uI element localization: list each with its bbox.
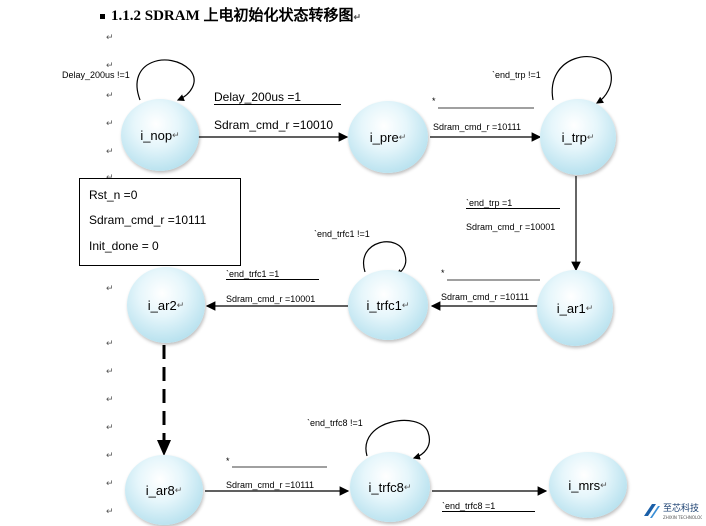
ar2-to-ar8-arrowhead xyxy=(157,440,171,456)
trp-self-loop xyxy=(551,56,612,104)
company-logo: 至芯科技 ZHIXIN TECHNOLOGY xyxy=(642,500,702,522)
paragraph-mark: ↵ xyxy=(106,478,114,488)
paragraph-mark: ↵ xyxy=(106,146,114,156)
label-trp-to-ar1-cmd: Sdram_cmd_r =10001 xyxy=(466,222,556,232)
svg-text:ZHIXIN TECHNOLOGY: ZHIXIN TECHNOLOGY xyxy=(663,515,702,520)
nop-self-loop xyxy=(136,59,195,102)
paragraph-mark: ↵ xyxy=(600,479,608,490)
label-ar8-to-trfc8-cond: * xyxy=(226,456,230,466)
label-trfc1-self: `end_trfc1 !=1 xyxy=(314,229,370,239)
paragraph-mark: ↵ xyxy=(403,481,412,492)
label-trfc1-to-ar2-cond: `end_trfc1 =1 xyxy=(226,269,320,280)
state-i-trfc1: i_trfc1↵ xyxy=(348,270,428,340)
label-nop-to-pre-cond: Delay_200us =1 xyxy=(214,90,342,105)
paragraph-mark: ↵ xyxy=(106,60,114,70)
paragraph-mark: ↵ xyxy=(401,299,410,310)
label-trp-self: `end_trp !=1 xyxy=(492,70,541,80)
state-i-ar8: i_ar8↵ xyxy=(125,455,203,525)
paragraph-mark: ↵ xyxy=(106,32,114,42)
label-ar1-to-trfc1-cond: * xyxy=(441,268,445,278)
paragraph-mark: ↵ xyxy=(174,484,183,495)
reset-conditions-box: Rst_n =0 Sdram_cmd_r =10111 Init_done = … xyxy=(79,178,241,266)
label-nop-to-pre-cmd: Sdram_cmd_r =10010 xyxy=(214,118,334,132)
trfc1-self-loop xyxy=(362,241,407,276)
label-ar8-to-trfc8-cmd: Sdram_cmd_r =10111 xyxy=(226,480,314,490)
paragraph-mark: ↵ xyxy=(106,283,114,293)
paragraph-mark: ↵ xyxy=(106,506,114,516)
paragraph-mark: ↵ xyxy=(106,366,114,376)
state-i-ar1: i_ar1↵ xyxy=(537,270,613,346)
state-i-trp: i_trp↵ xyxy=(540,99,616,175)
trfc8-self-loop xyxy=(365,419,430,460)
label-pre-to-trp-cmd: Sdram_cmd_r =10111 xyxy=(433,122,521,132)
state-i-trfc8: i_trfc8↵ xyxy=(350,452,430,522)
paragraph-mark: ↵ xyxy=(176,299,185,310)
paragraph-mark: ↵ xyxy=(398,131,407,142)
paragraph-mark: ↵ xyxy=(586,131,595,142)
label-trfc8-self: `end_trfc8 !=1 xyxy=(307,418,363,428)
state-i-pre: i_pre↵ xyxy=(348,101,428,173)
label-trfc1-to-ar2-cmd: Sdram_cmd_r =10001 xyxy=(226,294,316,304)
reset-line-2: Sdram_cmd_r =10111 xyxy=(89,213,207,227)
section-heading: 1.1.2 SDRAM 上电初始化状态转移图↵ xyxy=(100,4,361,25)
label-pre-to-trp-cond: * xyxy=(432,96,436,106)
paragraph-mark: ↵ xyxy=(585,302,594,313)
paragraph-mark: ↵ xyxy=(172,129,180,140)
state-i-ar2: i_ar2↵ xyxy=(127,267,205,343)
reset-line-3: Init_done = 0 xyxy=(89,239,159,253)
bullet-square-icon xyxy=(100,14,105,20)
label-trp-to-ar1-cond: `end_trp =1 xyxy=(466,198,561,209)
paragraph-mark: ↵ xyxy=(353,12,362,22)
svg-text:至芯科技: 至芯科技 xyxy=(663,502,699,514)
state-i-mrs: i_mrs↵ xyxy=(549,452,627,518)
label-ar1-to-trfc1-cmd: Sdram_cmd_r =10111 xyxy=(441,292,529,302)
paragraph-mark: ↵ xyxy=(106,394,114,404)
state-i-nop: i_nop↵ xyxy=(121,99,199,171)
paragraph-mark: ↵ xyxy=(106,450,114,460)
heading-number: 1.1.2 xyxy=(111,8,141,24)
paragraph-mark: ↵ xyxy=(106,90,114,100)
label-nop-self: Delay_200us !=1 xyxy=(62,70,130,80)
paragraph-mark: ↵ xyxy=(106,422,114,432)
reset-line-1: Rst_n =0 xyxy=(89,188,138,202)
heading-title: SDRAM 上电初始化状态转移图 xyxy=(144,8,354,24)
paragraph-mark: ↵ xyxy=(106,172,114,182)
paragraph-mark: ↵ xyxy=(106,338,114,348)
label-trfc8-to-mrs-cond: `end_trfc8 =1 xyxy=(442,501,536,512)
paragraph-mark: ↵ xyxy=(106,118,114,128)
